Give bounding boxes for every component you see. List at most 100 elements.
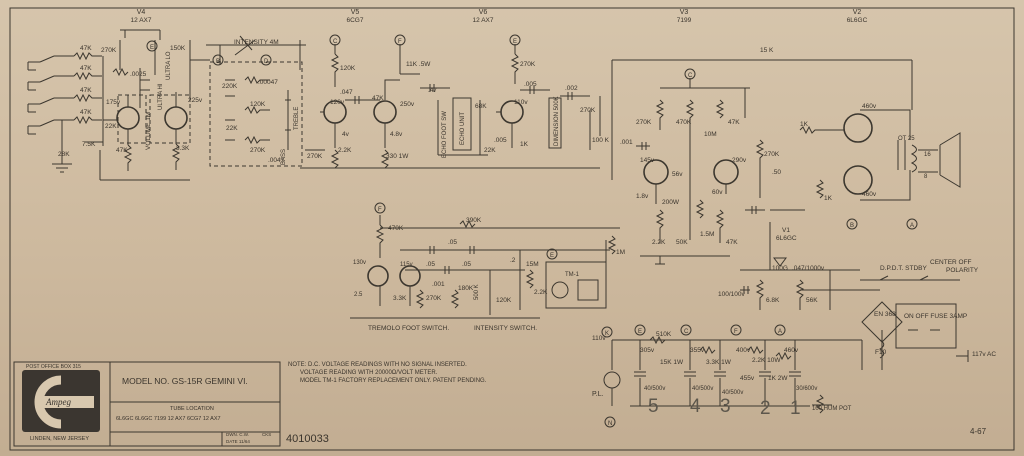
ps-r-15k1w: 15K 1W [660,359,684,366]
preamp-intensity: INTENSITY 4M [234,39,279,46]
bias-r-56k: 56K [806,297,818,304]
pi-v-145: 145v [640,157,655,164]
v6-dimension: DIMENSION 500K [554,96,560,146]
v6-stage [479,44,601,155]
pi-v-1-8: 1.8v [636,193,649,200]
trem-tm1: TM-1 [565,272,580,278]
bias-cap-100: 100/100v [718,291,745,298]
preamp-cap-00047: .00047 [258,79,278,86]
node-marker-label: C [688,73,693,79]
v6-v-110: 110v [514,99,528,106]
bias-v-117: 117v AC [972,351,996,358]
trem-r-500k: 500 K [474,284,480,300]
node-marker-label: K [605,331,609,337]
node-marker-c-v5 [329,34,341,46]
node-marker-label: E [550,253,554,259]
pi-r-15k: 15 K [760,47,774,54]
node-marker-c-v3 [684,68,696,80]
trem-cap-01: .001 [432,281,445,288]
echo-cap-47: .47 [428,87,437,94]
trem-r-120k: 120K [496,297,512,304]
tube-v5-type: 6CG7 [347,17,364,24]
node-marker-f-power [730,324,742,336]
bias-section [740,222,969,370]
node-marker-n-power [604,416,616,428]
title-location: LINDEN, NEW JERSEY [30,436,89,442]
title-tube-location: TUBE LOCATION [170,406,214,412]
ps-cap-1: 40/500v [644,386,665,392]
trem-cap-05b: .05 [426,261,435,268]
node-marker-label: N [608,421,612,427]
v2-output-tube-symbol [843,113,873,143]
node-marker-b-tone [212,54,224,66]
input-resistor-4: 47K [80,109,92,116]
pi-v-56: 56v [672,171,683,178]
v6-r-270k: 270K [520,61,536,68]
bias-transformer: EN 368 [874,311,896,318]
ps-cap-3: 40/500v [722,390,743,396]
node-marker-label: E [150,45,154,51]
bias-diode: 100G [772,265,788,272]
out-v-460-a: 460v [862,103,877,110]
pi-r-15m: 1.5M [700,231,714,238]
v5-stage [300,44,600,169]
preamp-r-270k: 270K [101,47,117,54]
node-marker-e-tremolo [546,248,558,260]
ps-v-305: 305v [640,347,655,354]
echo-cap-047: .047 [340,89,353,96]
note-line-2: VOLTAGE READING WITH 20000Ω/VOLT METER. [300,370,438,376]
out-r-1k-a: 1K [800,121,809,128]
pi-cap-50: .50 [772,169,781,176]
v6-r-22k: 22K [484,147,496,154]
v6-cap-005b: .005 [494,137,507,144]
node-marker-d-tone [260,54,272,66]
tm1-module-box [545,261,607,309]
trem-v-115: 115v [400,262,413,268]
ps-r-510k: 510K [656,331,672,338]
trem-r-1m: 1M [616,249,625,256]
v6-r-1k: 1K [520,141,529,148]
pi-r-50k: 50K [676,239,688,246]
bias-cap-047: .047/1000v [792,265,825,272]
ps-v-355: 355v [690,347,705,354]
out-transformer: OT 25 [898,136,915,142]
pi-r-270k: 270K [636,119,652,126]
pi-r-47k: 47K [728,119,740,126]
v4-stage [99,29,210,181]
ps-pilot-light: P.L. [592,391,604,398]
ps-r-1k: 1K 2W [768,375,788,382]
trem-v-130: 130v [353,260,366,266]
sheet-code: 4-67 [970,427,987,436]
node-marker-b-out [846,218,858,230]
trem-v-25: 2.5 [354,292,363,298]
pilot-light-symbol [603,371,621,389]
tube-v3-id: V3 [680,9,689,16]
preamp-cap-0025: .0025 [130,71,147,78]
bias-dpdt: D.P.D.T. STDBY [880,265,928,272]
filter-mark-4: 4 [690,396,701,417]
trem-r-2-2k: 2.2K [534,289,548,296]
note-line-3: MODEL TM-1 FACTORY REPLACEMENT ONLY. PAT… [300,378,487,384]
preamp-r-22k: 22K [105,123,117,130]
pi-v-290: 290v [732,157,747,164]
out-r-1k-b: 1K [824,195,833,202]
filter-mark-1: 1 [790,398,801,419]
ps-v-400: 400v [736,347,751,354]
out-v-460-b: 460v [862,191,877,198]
node-marker-f-v5 [394,34,406,46]
v6-r-270k-b: 270K [580,107,596,114]
preamp-v-225: 225v [188,97,203,104]
node-marker-c-power [680,324,692,336]
node-marker-a-out [906,218,918,230]
sheet-border [9,7,1015,451]
node-marker-k-power [601,326,613,338]
bias-f10: F10 [875,349,887,356]
node-marker-label: B [850,223,854,229]
echo-r-120k: 120K [340,65,356,72]
echo-v-120: 120v [330,99,345,106]
bias-polarity: POLARITY [946,267,979,274]
echo-foot-sw: ECHO FOOT SW [442,111,448,158]
title-tube-list: 6L6GC 6L6GC 7199 12 AX7 6CG7 12 AX7 [116,416,221,422]
